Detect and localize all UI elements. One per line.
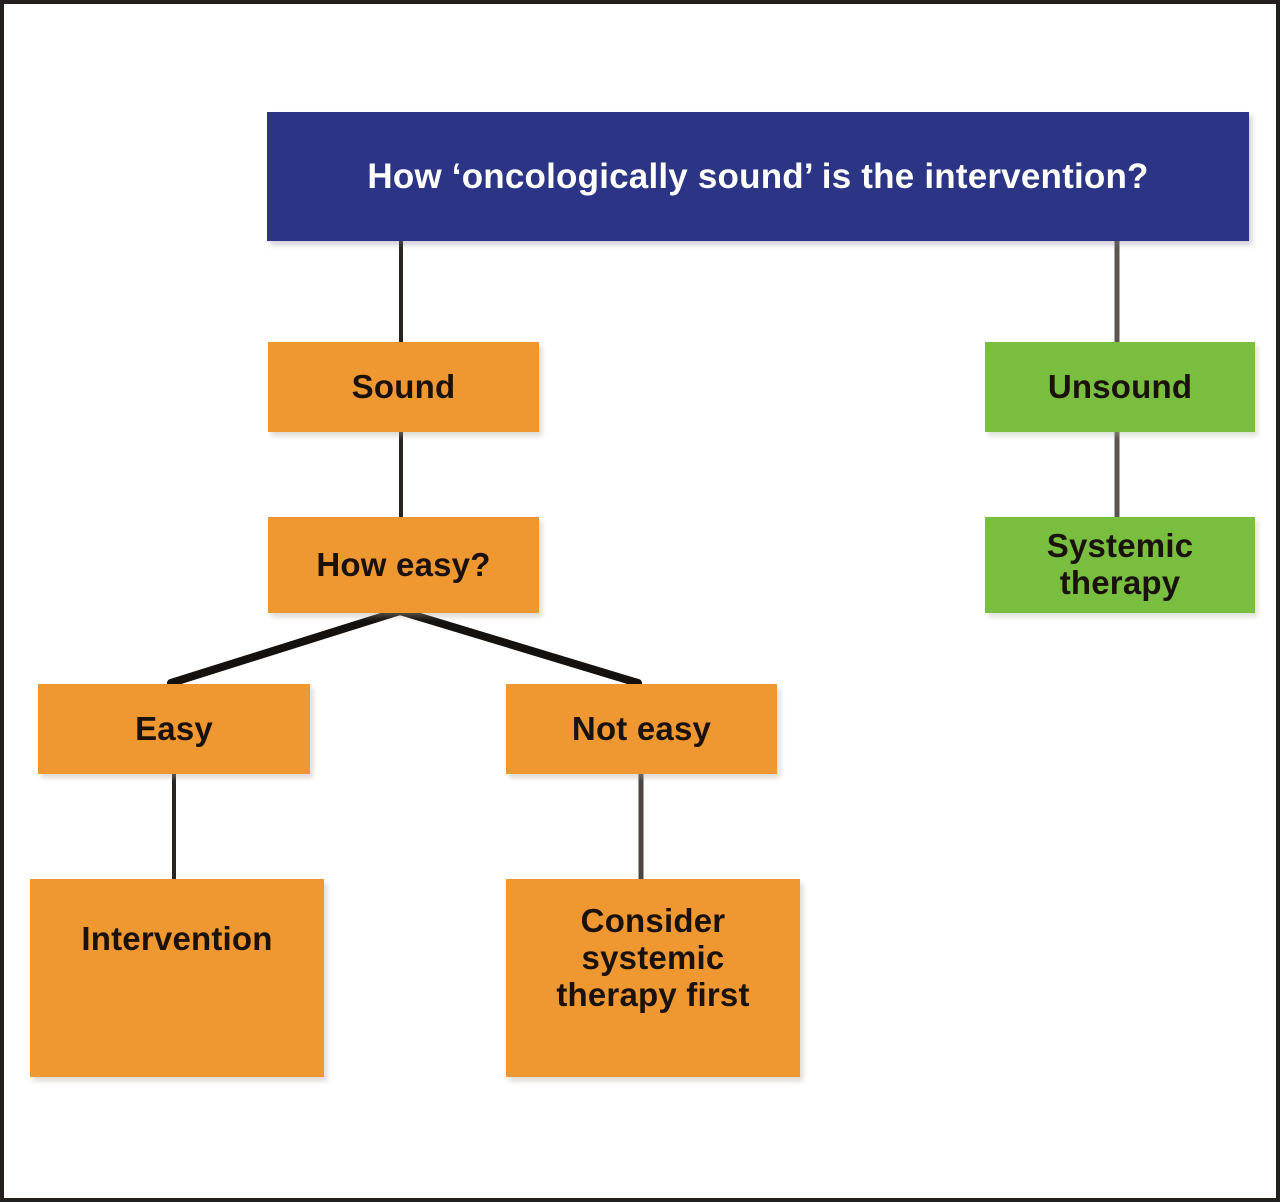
edge-how-easy-to-not-easy — [396, 607, 642, 687]
node-easy[interactable]: Easy — [38, 684, 310, 774]
node-systemic-therapy-label: Systemic therapy — [1046, 527, 1194, 601]
node-intervention-label: Intervention — [81, 920, 273, 957]
node-unsound-label: Unsound — [1047, 367, 1193, 405]
node-root-question-label: How ‘oncologically sound’ is the interve… — [367, 156, 1149, 196]
node-not-easy-label: Not easy — [571, 709, 712, 747]
node-consider-systemic-therapy-first[interactable]: Consider systemic therapy first — [506, 879, 800, 1077]
node-not-easy[interactable]: Not easy — [506, 684, 777, 774]
edge-how-easy-to-easy — [167, 607, 404, 687]
node-easy-label: Easy — [135, 709, 213, 747]
node-systemic-therapy[interactable]: Systemic therapy — [985, 517, 1255, 613]
node-how-easy-label: How easy? — [316, 545, 491, 583]
node-unsound[interactable]: Unsound — [985, 342, 1255, 432]
node-consider-systemic-therapy-first-label: Consider systemic therapy first — [556, 902, 750, 1013]
node-sound[interactable]: Sound — [268, 342, 539, 432]
node-root-question[interactable]: How ‘oncologically sound’ is the interve… — [267, 112, 1249, 241]
node-how-easy[interactable]: How easy? — [268, 517, 539, 613]
node-sound-label: Sound — [351, 367, 456, 405]
node-intervention[interactable]: Intervention — [30, 879, 324, 1077]
